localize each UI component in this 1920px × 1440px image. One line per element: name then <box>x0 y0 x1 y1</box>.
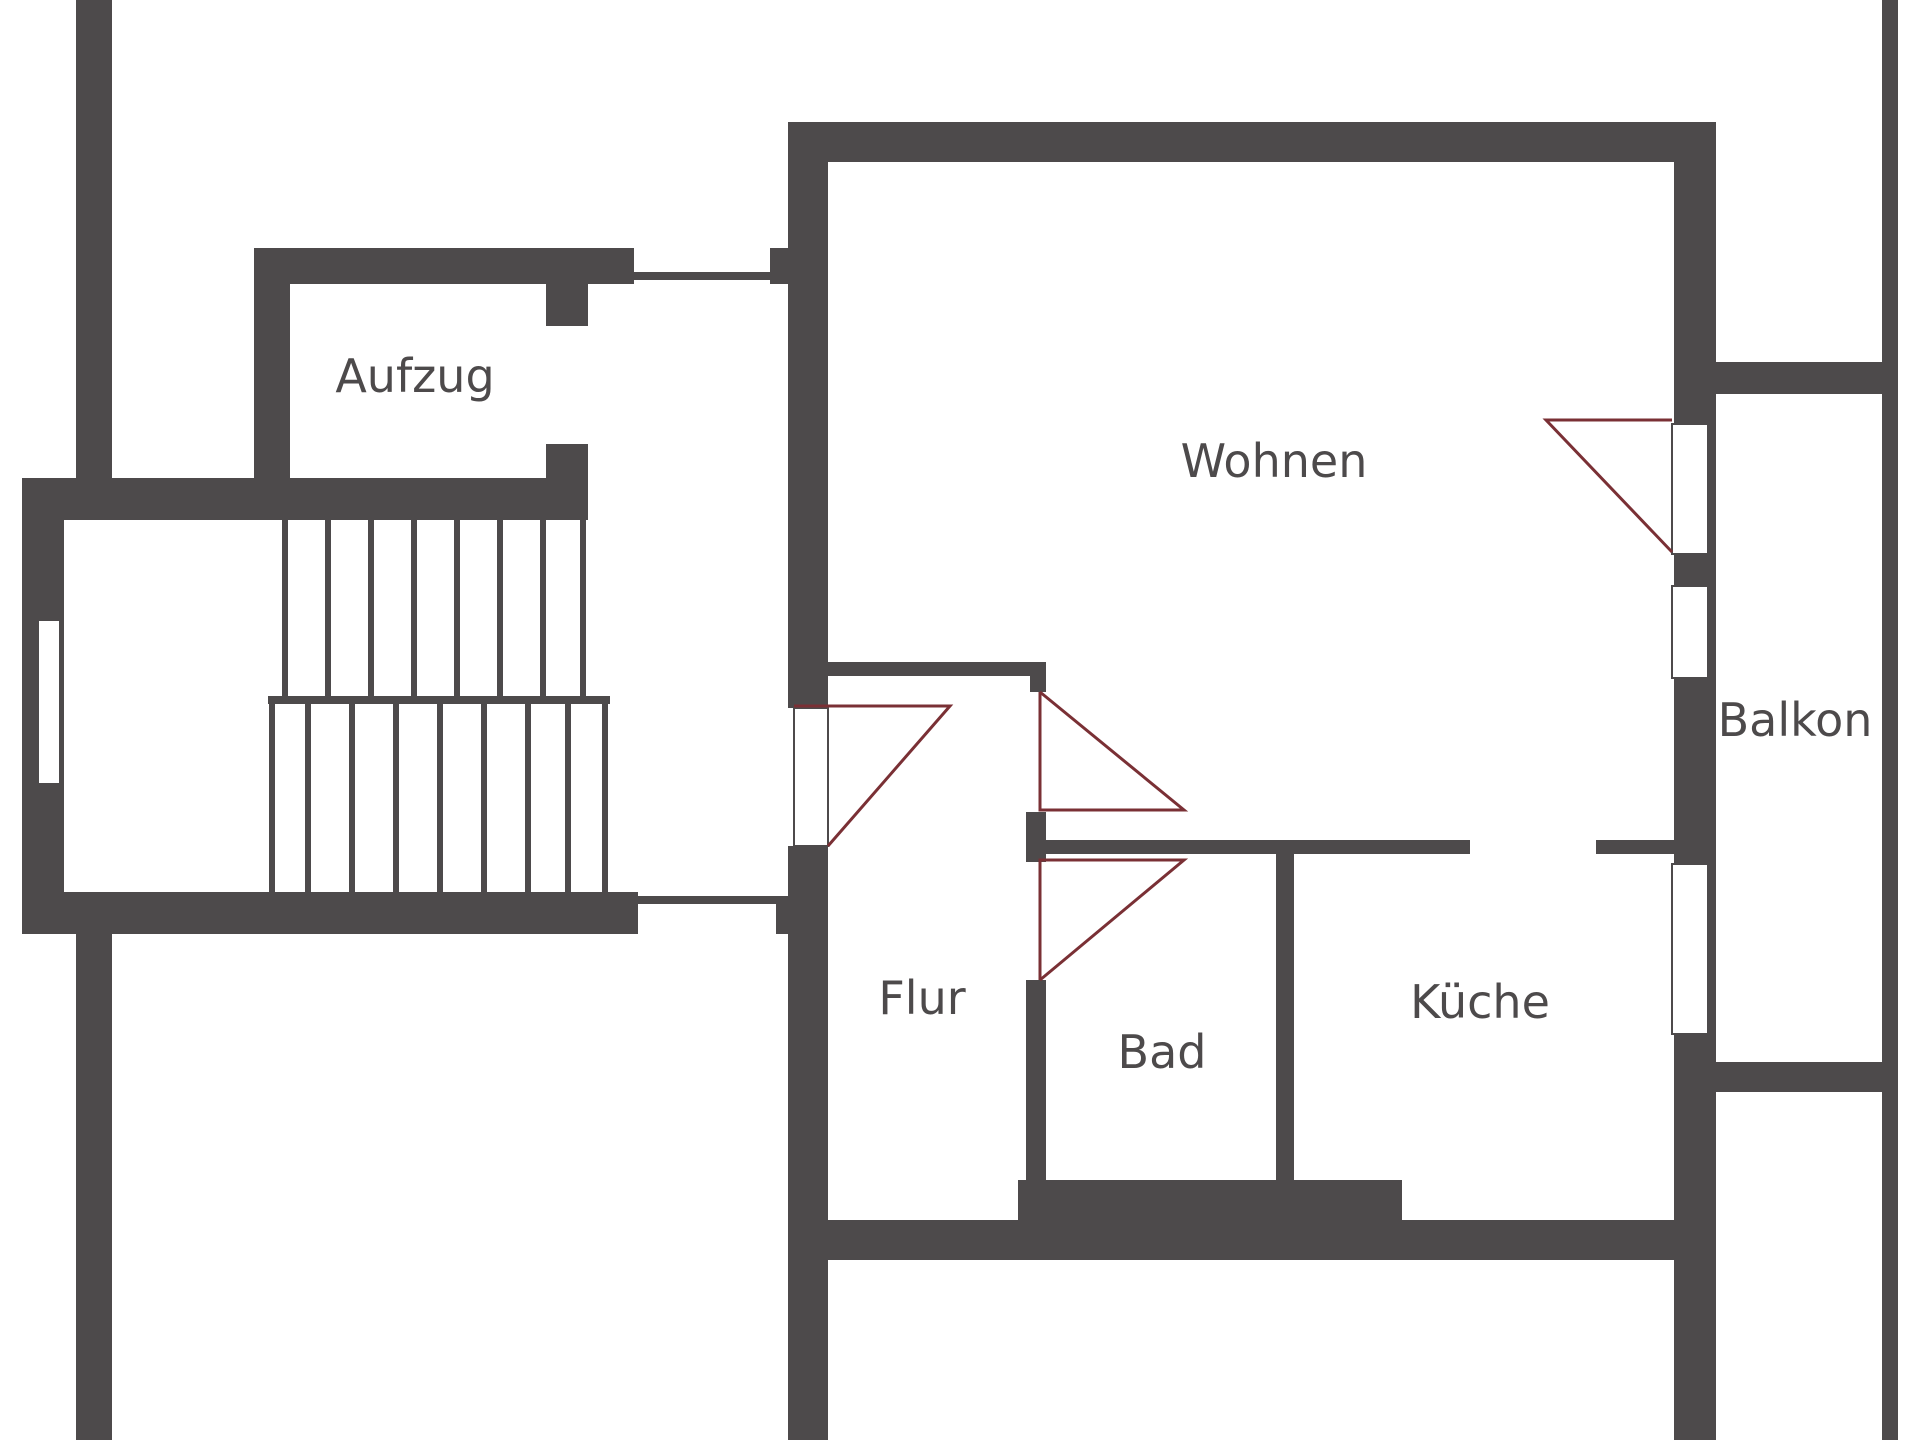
landing-post-bottom <box>776 896 788 934</box>
bad-wall-jamb <box>1026 812 1046 862</box>
stair-wall-bottom <box>22 892 638 934</box>
landing-wall-top <box>634 272 784 280</box>
elevator-wall-left <box>254 248 290 480</box>
room-label-kueche: Küche <box>1410 975 1550 1029</box>
apartment-wall-left-lower <box>788 846 828 1440</box>
room-label-wohnen: Wohnen <box>1180 434 1368 488</box>
entrance-door <box>793 707 829 847</box>
landing-post-top <box>770 248 788 284</box>
door-swing-wohnen-icon <box>1038 690 1189 812</box>
apartment-wall-bottom <box>788 1220 1716 1260</box>
outer-wall-right <box>1882 0 1898 1440</box>
stair-wall-top <box>22 478 588 520</box>
apartment-wall-top <box>788 122 1716 162</box>
balkon-wall-bottom <box>1716 1062 1882 1092</box>
door-swing-bad-icon <box>1038 858 1189 982</box>
apartment-wall-bottom-thick <box>1018 1180 1402 1222</box>
stair-landing-edge <box>268 696 610 704</box>
balcony-door <box>1671 423 1709 555</box>
landing-wall-bottom <box>634 896 784 904</box>
bad-kitchen-wall <box>1276 854 1294 1180</box>
kitchen-wall-top-right <box>1596 840 1674 854</box>
room-label-aufzug: Aufzug <box>335 349 495 403</box>
apartment-wall-left-upper <box>788 122 828 708</box>
door-swing-entrance-icon <box>794 704 954 847</box>
outer-wall-left-lower <box>76 934 112 1440</box>
stair-upper-flight <box>282 520 586 698</box>
stair-window <box>37 619 61 785</box>
room-label-balkon: Balkon <box>1717 693 1873 747</box>
room-label-flur: Flur <box>878 971 966 1025</box>
stair-lower-flight <box>269 704 608 892</box>
balkon-wall-top <box>1716 362 1882 394</box>
elevator-door-jamb-bottom <box>546 444 588 520</box>
room-label-bad: Bad <box>1117 1025 1207 1079</box>
window-kueche <box>1671 863 1709 1035</box>
window-wohnen <box>1671 585 1709 679</box>
elevator-door-jamb-top <box>546 248 588 326</box>
flur-wall-top <box>828 662 1046 676</box>
door-swing-balkon-icon <box>1542 418 1674 554</box>
bad-wall-left <box>1026 980 1046 1180</box>
kitchen-wall-top-left <box>1026 840 1470 854</box>
outer-wall-left <box>76 0 112 480</box>
flur-post <box>1030 662 1046 692</box>
